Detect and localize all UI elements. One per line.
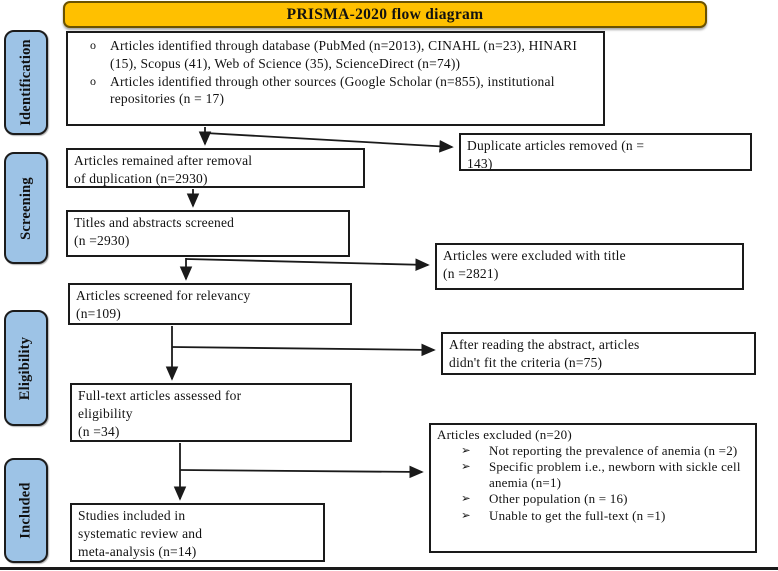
- studies-included-box: Studies included in systematic review an…: [70, 503, 325, 562]
- stage-included: Included: [4, 458, 48, 563]
- stage-eligibility-label: Eligibility: [17, 336, 34, 400]
- arrowhead-bullet-icon: ➢: [461, 445, 471, 458]
- excluded-reason-item: ➢ Unable to get the full-text (n =1): [437, 508, 749, 524]
- screened-for-relevancy-box: Articles screened for relevancy (n=109): [68, 283, 352, 325]
- identification-item: o Articles identified through database (…: [72, 37, 595, 73]
- arrowhead-bullet-icon: ➢: [461, 493, 471, 506]
- excluded-reason-text: Not reporting the prevalence of anemia (…: [489, 443, 738, 459]
- diagram-title-bar: PRISMA-2020 flow diagram: [63, 1, 707, 28]
- arrowhead-bullet-icon: ➢: [461, 509, 471, 522]
- excluded-reason-text: Specific problem i.e., newborn with sick…: [489, 459, 741, 491]
- stage-eligibility: Eligibility: [4, 310, 48, 426]
- excluded-reason-item: ➢ Other population (n = 16): [437, 491, 749, 507]
- circle-bullet-icon: o: [90, 38, 97, 52]
- stage-identification: Identification: [4, 30, 48, 135]
- stage-included-label: Included: [17, 482, 34, 539]
- titles-abstracts-screened-box: Titles and abstracts screened (n =2930): [66, 210, 350, 257]
- fulltext-assessed-box: Full-text articles assessed for eligibil…: [70, 383, 352, 442]
- circle-bullet-icon: o: [90, 73, 97, 88]
- excluded-reason-item: ➢ Specific problem i.e., newborn with si…: [437, 459, 749, 491]
- identification-item: o Articles identified through other sour…: [72, 73, 595, 109]
- excluded-with-title-box: Articles were excluded with title (n =28…: [435, 243, 744, 290]
- articles-remained-box: Articles remained after removal of dupli…: [66, 148, 365, 188]
- excluded-after-abstract-box: After reading the abstract, articles did…: [441, 332, 756, 375]
- excluded-reason-text: Other population (n = 16): [489, 491, 628, 507]
- identification-item-text: Articles identified through other source…: [110, 73, 555, 107]
- stage-screening: Screening: [4, 152, 48, 264]
- identification-sources-box: o Articles identified through database (…: [66, 31, 605, 126]
- diagram-title: PRISMA-2020 flow diagram: [286, 5, 484, 23]
- stage-identification-label: Identification: [17, 39, 34, 126]
- duplicates-removed-box: Duplicate articles removed (n = 143): [459, 133, 752, 171]
- arrowhead-bullet-icon: ➢: [461, 461, 471, 474]
- bottom-border-line: [0, 567, 778, 570]
- excluded-fulltext-header: Articles excluded (n=20): [437, 427, 572, 442]
- excluded-reason-text: Unable to get the full-text (n =1): [489, 507, 666, 523]
- identification-item-text: Articles identified through database (Pu…: [110, 38, 578, 71]
- stage-screening-label: Screening: [17, 176, 34, 240]
- excluded-reason-item: ➢ Not reporting the prevalence of anemia…: [437, 443, 749, 459]
- excluded-fulltext-box: Articles excluded (n=20) ➢ Not reporting…: [429, 423, 757, 553]
